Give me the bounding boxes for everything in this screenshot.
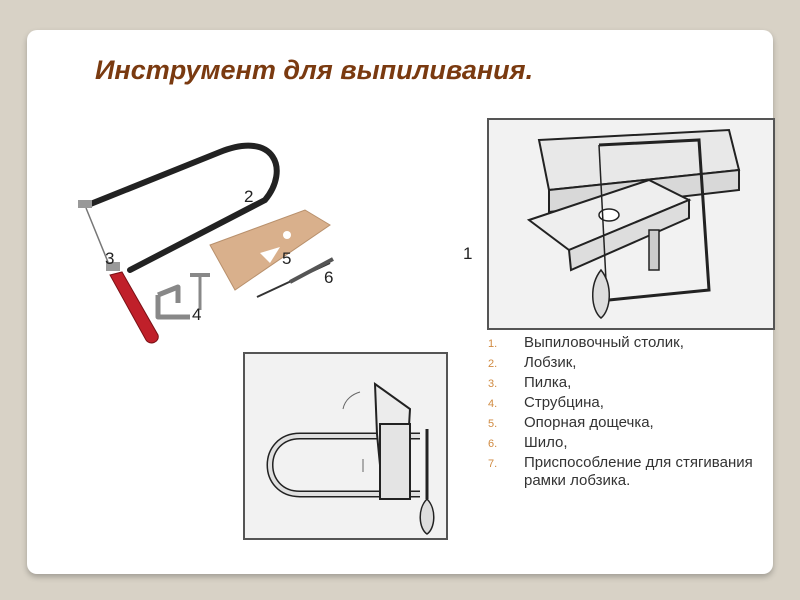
awl-icon (256, 257, 334, 298)
legend-number: 1. (488, 338, 498, 350)
legend-item: 5. Опорная дощечка, (488, 414, 774, 432)
slide-title: Инструмент для выпиливания. (95, 55, 534, 85)
callout-5: 5 (282, 249, 292, 268)
callout-6: 6 (324, 268, 334, 287)
sawing-table-drawing (489, 120, 773, 328)
fretsaw-icon (78, 142, 280, 344)
legend-text: Выпиловочный столик, (524, 334, 684, 351)
frame-tightening-drawing (245, 354, 446, 538)
frame-tightening-figure (243, 352, 448, 540)
legend-number: 6. (488, 438, 498, 450)
legend-number: 5. (488, 418, 498, 430)
legend-text: Лобзик, (524, 354, 577, 371)
legend-item: 6. Шило, (488, 434, 774, 452)
legend-text: Струбцина, (524, 394, 604, 411)
legend-number: 2. (488, 358, 498, 370)
legend-item: 3. Пилка, (488, 374, 774, 392)
legend-text: Шило, (524, 434, 568, 451)
legend-number: 7. (488, 458, 498, 470)
legend-number: 4. (488, 398, 498, 410)
sawing-table-figure (487, 118, 775, 330)
legend-number: 3. (488, 378, 498, 390)
callout-1: 1 (463, 244, 473, 263)
legend-text: Пилка, (524, 374, 572, 391)
legend-text: Приспособление для стягивания рамки лобз… (524, 454, 753, 489)
legend-item: 1. Выпиловочный столик, (488, 334, 774, 352)
legend-text: Опорная дощечка, (524, 414, 654, 431)
callout-2: 2 (244, 187, 254, 206)
support-board-icon (209, 209, 331, 291)
callout-4: 4 (192, 305, 202, 324)
legend-item: 7. Приспособление для стягивания рамки ло… (488, 454, 774, 490)
legend-list: 1. Выпиловочный столик, 2. Лобзик, 3. Пилка… (488, 334, 774, 492)
legend-item: 4. Струбцина, (488, 394, 774, 412)
callout-3: 3 (105, 249, 115, 268)
legend-item: 2. Лобзик, (488, 354, 774, 372)
clamp-icon (155, 273, 210, 320)
